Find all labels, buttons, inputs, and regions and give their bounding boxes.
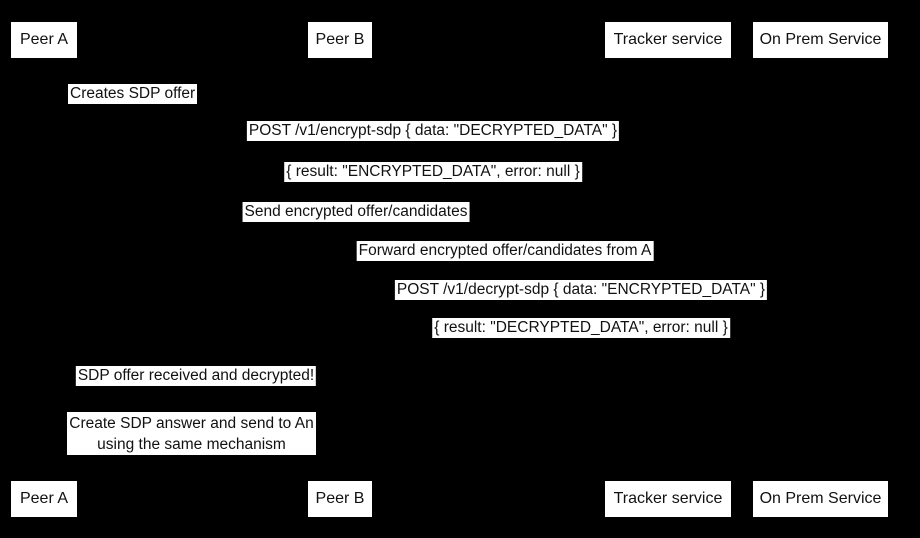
note-create-sdp-answer: Create SDP answer and send to An using t… [67, 412, 316, 455]
message-post-decrypt-sdp: POST /v1/decrypt-sdp { data: "ENCRYPTED_… [394, 280, 768, 300]
note-line-2: using the same mechanism [97, 435, 286, 453]
message-creates-sdp-offer: Creates SDP offer [68, 84, 198, 104]
note-line-1: Create SDP answer and send to An [69, 414, 314, 432]
participant-peer-b-bottom: Peer B [308, 481, 372, 517]
participant-peer-a-bottom: Peer A [11, 481, 77, 517]
message-encrypt-result: { result: "ENCRYPTED_DATA", error: null … [284, 162, 582, 182]
message-send-encrypted-offer: Send encrypted offer/candidates [242, 202, 470, 222]
participant-on-prem-service-top: On Prem Service [753, 22, 888, 58]
participant-peer-b-top: Peer B [308, 22, 372, 58]
message-post-encrypt-sdp: POST /v1/encrypt-sdp { data: "DECRYPTED_… [246, 121, 620, 141]
message-forward-encrypted-offer: Forward encrypted offer/candidates from … [356, 241, 654, 261]
participant-tracker-service-bottom: Tracker service [605, 481, 731, 517]
participant-on-prem-service-bottom: On Prem Service [753, 481, 888, 517]
participant-tracker-service-top: Tracker service [605, 22, 731, 58]
message-sdp-offer-received: SDP offer received and decrypted! [75, 366, 317, 386]
message-decrypt-result: { result: "DECRYPTED_DATA", error: null … [432, 318, 730, 338]
participant-peer-a-top: Peer A [11, 22, 77, 58]
